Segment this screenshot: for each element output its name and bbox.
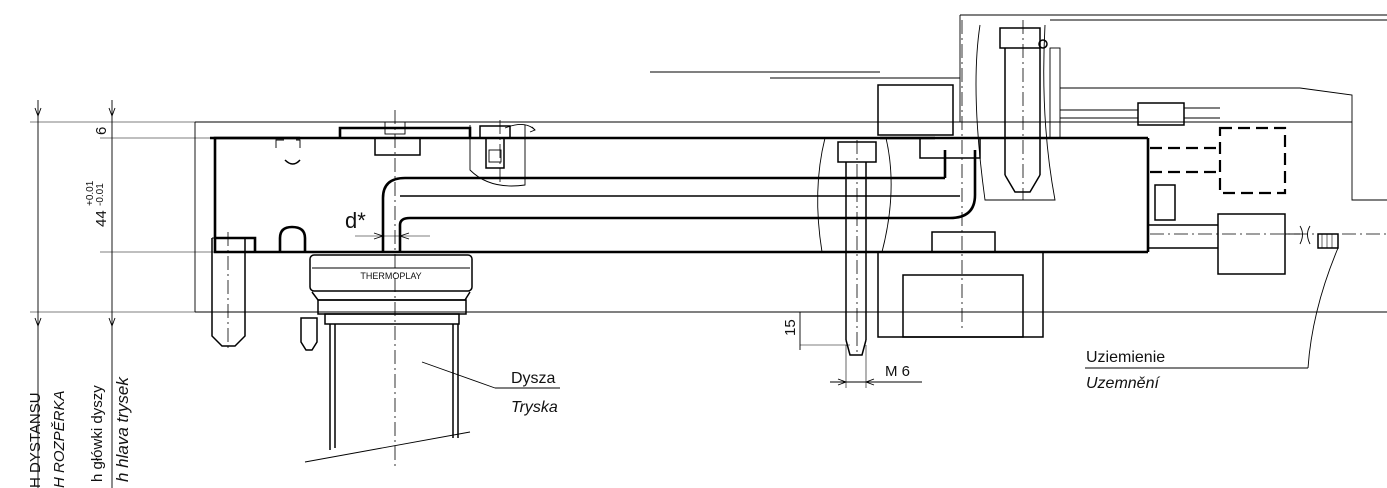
label-h-spacer-cz: H ROZPĚRKA	[51, 390, 68, 488]
tol-plus: +0.01	[85, 180, 96, 206]
dim-15: 15	[782, 319, 799, 336]
nozzle-brand: THERMOPLAY	[360, 271, 421, 281]
dim-44: 44	[93, 210, 110, 227]
labels: H DYSTANSU H ROZPĚRKA h główki dyszy h h…	[27, 127, 1165, 488]
tol-minus: -0.01	[95, 183, 106, 206]
label-nozzle-cz: Tryska	[511, 399, 558, 416]
label-h-head-pl: h główki dyszy	[89, 385, 106, 482]
right-components	[877, 24, 1339, 338]
label-h-spacer-pl: H DYSTANSU	[27, 392, 44, 488]
mold-plates	[194, 14, 1387, 313]
bolt-m6	[817, 137, 892, 356]
nozzle	[300, 254, 473, 463]
label-ground-pl: Uziemienie	[1086, 349, 1165, 366]
center-lines	[227, 20, 1387, 470]
dim-d: d*	[345, 208, 366, 233]
thread-m6: M 6	[885, 363, 910, 380]
label-ground-cz: Uzemnění	[1086, 375, 1160, 392]
dimension-lines	[30, 100, 1339, 488]
label-nozzle-pl: Dysza	[511, 370, 556, 387]
left-dowel	[211, 237, 246, 347]
sensor	[384, 121, 536, 187]
label-h-head-cz: h hlava trysek	[113, 376, 132, 482]
manifold	[210, 126, 1150, 254]
dim-6: 6	[93, 127, 110, 135]
